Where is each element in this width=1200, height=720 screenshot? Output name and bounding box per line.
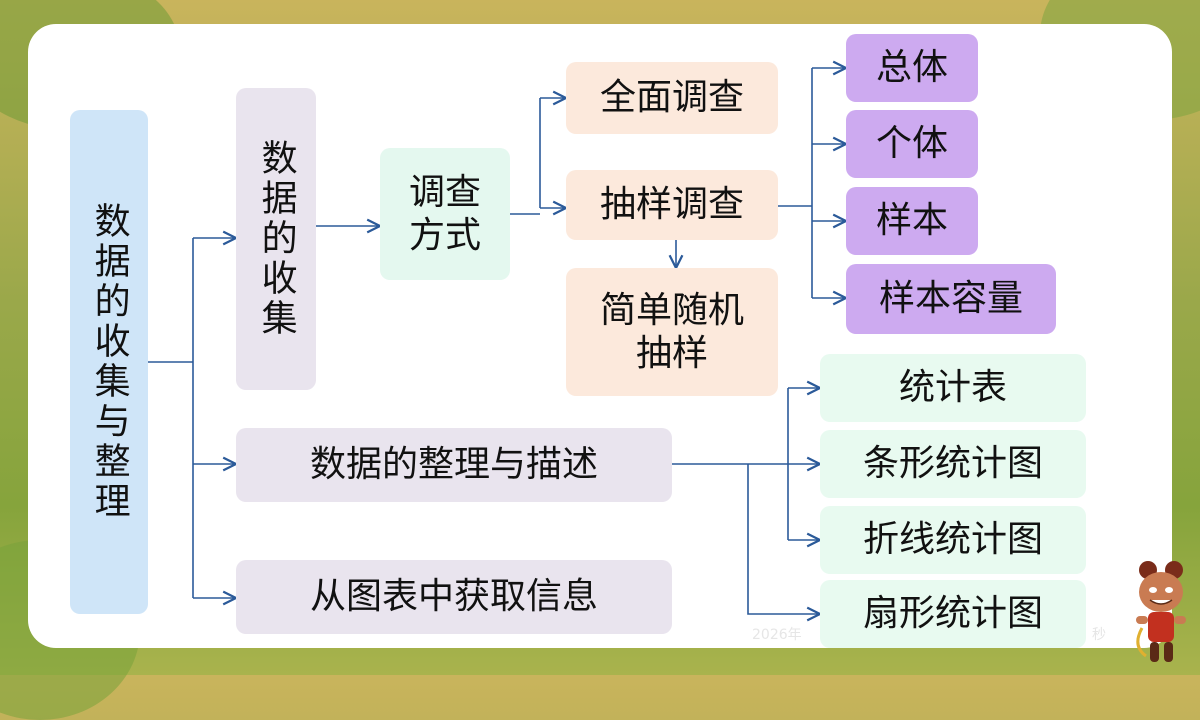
concept-node: 总体 bbox=[846, 34, 978, 102]
mascot-character-illustration bbox=[1136, 561, 1186, 662]
organize-node: 数据的整理与描述 bbox=[236, 428, 672, 502]
chart-node: 扇形统计图 bbox=[820, 580, 1086, 648]
concept-node: 样本容量 bbox=[846, 264, 1056, 334]
survey-method-node: 调查方式 bbox=[380, 148, 510, 280]
info-node: 从图表中获取信息 bbox=[236, 560, 672, 634]
connector-lines bbox=[148, 0, 1200, 675]
watermark-right: 秒 bbox=[1092, 627, 1106, 643]
concept-node: 样本 bbox=[846, 187, 978, 255]
chart-node: 折线统计图 bbox=[820, 506, 1086, 574]
chart-node: 条形统计图 bbox=[820, 430, 1086, 498]
chart-node: 统计表 bbox=[820, 354, 1086, 422]
sample-survey-node: 抽样调查 bbox=[566, 170, 778, 240]
watermark-left: 2026年 bbox=[752, 627, 802, 643]
concept-node: 个体 bbox=[846, 110, 978, 178]
simple-random-node: 简单随机抽样 bbox=[566, 268, 778, 396]
full-survey-node: 全面调查 bbox=[566, 62, 778, 134]
collection-node: 数据的收集 bbox=[236, 88, 316, 390]
root-node: 数据的收集与整理 bbox=[70, 110, 148, 614]
